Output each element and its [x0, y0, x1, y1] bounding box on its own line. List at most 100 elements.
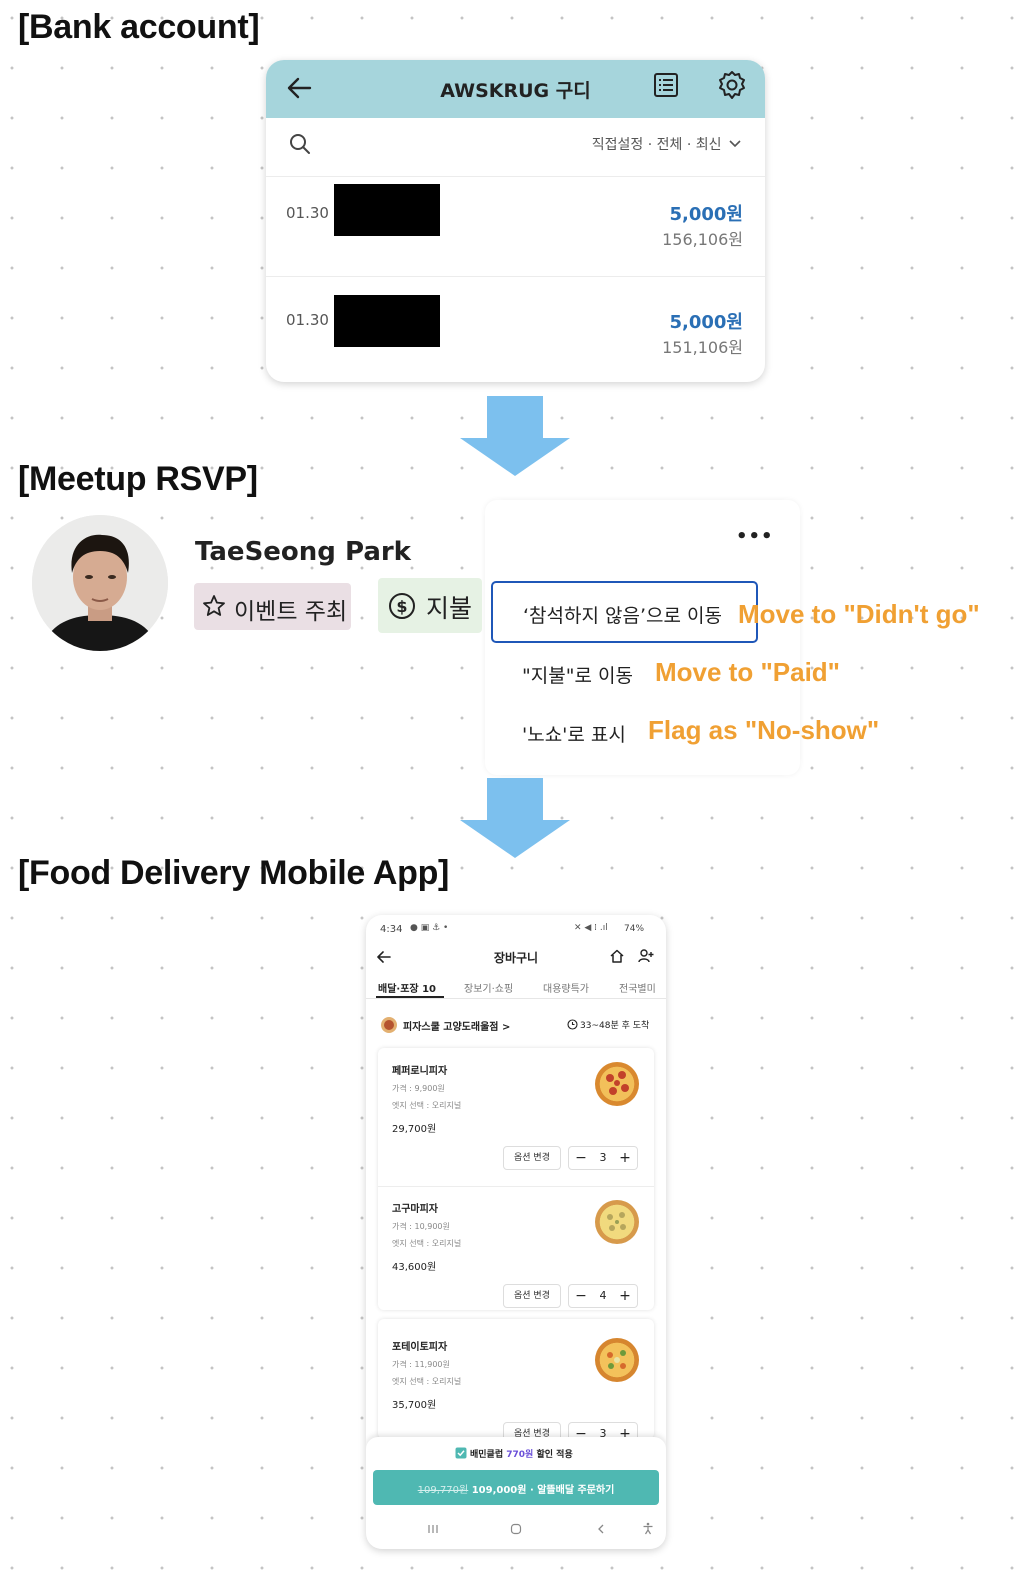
club-discount-notice: 배민클럽 770원 할인 적용 — [470, 1447, 573, 1460]
order-button-text: 109,770원 109,000원 · 알뜰배달 주문하기 — [373, 1481, 659, 1496]
back-nav-icon[interactable] — [595, 1523, 607, 1535]
more-options-icon[interactable]: ••• — [736, 526, 774, 547]
item-price: 가격 : 11,900원 — [392, 1360, 450, 1369]
decrement-button[interactable]: − — [575, 1150, 587, 1166]
back-arrow-icon[interactable] — [376, 949, 392, 965]
divider — [266, 176, 765, 177]
bank-filter-label: 직접설정 · 전체 · 최신 — [591, 137, 722, 153]
host-badge-label: 이벤트 주최 — [234, 599, 348, 625]
recent-apps-icon[interactable] — [427, 1523, 439, 1535]
pizza-image — [595, 1062, 639, 1106]
item-total: 35,700원 — [392, 1400, 437, 1411]
menu-item-move-didnt-go[interactable]: ‘참석하지 않음’으로 이동 — [491, 581, 758, 643]
item-name: 고구마피자 — [392, 1204, 438, 1215]
flow-arrow-down-icon — [460, 778, 570, 858]
order-label: 109,000원 · 알뜰배달 주문하기 — [471, 1485, 615, 1496]
paid-badge-label: 지불 — [426, 594, 473, 623]
item-total: 29,700원 — [392, 1124, 437, 1135]
bank-filter[interactable]: 직접설정 · 전체 · 최신 — [592, 134, 741, 154]
home-nav-icon[interactable] — [510, 1523, 522, 1535]
transaction-date: 01.30 — [286, 311, 329, 329]
club-discount-amount: 770원 — [506, 1450, 534, 1460]
add-user-icon[interactable] — [638, 948, 654, 964]
store-name-link[interactable]: 피자스쿨 고양도래울점 > — [403, 1022, 511, 1033]
increment-button[interactable]: + — [619, 1426, 631, 1442]
item-total: 43,600원 — [392, 1262, 437, 1273]
order-old-price: 109,770원 — [417, 1485, 469, 1496]
host-badge: 이벤트 주최 — [194, 583, 351, 630]
bank-header: AWSKRUG 구디 — [266, 60, 765, 118]
item-crust: 엣지 선택 : 오리지널 — [392, 1239, 462, 1248]
menu-item-move-paid[interactable]: "지불"로 이동 — [522, 665, 633, 687]
tab-active-indicator — [376, 996, 444, 998]
bank-account-card: AWSKRUG 구디 직접설정 · 전체 · 최신 01.30 5,000원 1… — [266, 60, 765, 382]
clock-icon — [567, 1019, 578, 1030]
tab-bulk-deals[interactable]: 대용량특가 — [543, 984, 589, 995]
svg-text:$: $ — [396, 597, 407, 616]
option-change-button[interactable]: 옵션 변경 — [503, 1146, 561, 1170]
option-change-button[interactable]: 옵션 변경 — [503, 1284, 561, 1308]
accessibility-icon[interactable] — [642, 1522, 654, 1535]
tab-delivery[interactable]: 배달·포장 10 — [378, 984, 436, 995]
gear-icon[interactable] — [717, 70, 747, 100]
quantity-value: 3 — [599, 1151, 607, 1164]
paid-badge: $ 지불 — [378, 578, 482, 633]
flow-arrow-down-icon — [460, 396, 570, 476]
pepperoni-pizza-icon — [606, 1071, 629, 1095]
status-notification-icons: ● ▣ ⚓ • — [410, 923, 449, 933]
item-price: 가격 : 10,900원 — [392, 1222, 450, 1231]
redacted-block — [334, 184, 440, 236]
tab-regional[interactable]: 전국별미 — [619, 984, 656, 995]
person-photo-icon — [32, 515, 168, 651]
item-price: 가격 : 9,900원 — [392, 1084, 445, 1093]
decrement-button[interactable]: − — [575, 1426, 587, 1442]
chevron-down-icon — [729, 140, 741, 148]
item-crust: 엣지 선택 : 오리지널 — [392, 1101, 462, 1110]
divider — [266, 276, 765, 277]
item-crust: 엣지 선택 : 오리지널 — [392, 1377, 462, 1386]
increment-button[interactable]: + — [619, 1150, 631, 1166]
item-name: 페퍼로니피자 — [392, 1066, 448, 1077]
menu-item-flag-no-show[interactable]: '노쇼'로 표시 — [522, 724, 626, 746]
tab-shopping[interactable]: 장보기·쇼핑 — [464, 984, 514, 995]
star-outline-icon — [203, 595, 225, 616]
transaction-balance: 151,106원 — [662, 338, 743, 357]
quantity-stepper: − 3 + — [568, 1146, 638, 1170]
transaction-row[interactable]: 01.30 5,000원 156,106원 — [266, 177, 765, 277]
quantity-value: 4 — [599, 1289, 607, 1302]
status-signal-icons: ✕ ◀ ⁞ .ıl — [574, 923, 608, 933]
search-icon[interactable] — [288, 132, 312, 156]
decrement-button[interactable]: − — [575, 1288, 587, 1304]
transaction-amount: 5,000원 — [669, 204, 744, 225]
store-logo-icon — [381, 1017, 397, 1033]
back-arrow-icon[interactable] — [284, 73, 314, 103]
divider — [366, 998, 666, 999]
pizza-image — [595, 1200, 639, 1244]
transaction-amount: 5,000원 — [669, 312, 744, 333]
increment-button[interactable]: + — [619, 1288, 631, 1304]
club-suffix: 할인 적용 — [536, 1450, 573, 1460]
club-logo-icon — [455, 1447, 467, 1459]
pizza-image — [595, 1338, 639, 1382]
delivery-eta: 33~48분 후 도착 — [580, 1021, 650, 1031]
annotation-no-show: Flag as "No-show" — [648, 715, 880, 745]
menu-item-label: ‘참석하지 않음’으로 이동 — [523, 605, 722, 627]
status-time: 4:34 — [380, 924, 403, 935]
section-title-rsvp: [Meetup RSVP] — [18, 460, 258, 498]
dollar-coin-icon: $ — [389, 593, 415, 619]
order-button[interactable]: 109,770원 109,000원 · 알뜰배달 주문하기 — [373, 1470, 659, 1505]
annotation-didnt-go: Move to "Didn't go" — [738, 599, 980, 629]
potato-pizza-icon — [607, 1350, 626, 1369]
page-title: 장바구니 — [493, 951, 539, 965]
list-icon[interactable] — [652, 71, 680, 99]
home-icon[interactable] — [609, 948, 625, 964]
item-name: 포테이토피자 — [392, 1342, 448, 1353]
quantity-value: 3 — [599, 1427, 607, 1440]
section-title-bank: [Bank account] — [18, 8, 260, 46]
transaction-date: 01.30 — [286, 204, 329, 222]
annotation-paid: Move to "Paid" — [655, 657, 841, 687]
transaction-row[interactable]: 01.30 5,000원 151,106원 — [266, 278, 765, 378]
status-battery: 74% — [624, 924, 645, 934]
transaction-balance: 156,106원 — [662, 230, 743, 249]
avatar — [32, 515, 168, 651]
